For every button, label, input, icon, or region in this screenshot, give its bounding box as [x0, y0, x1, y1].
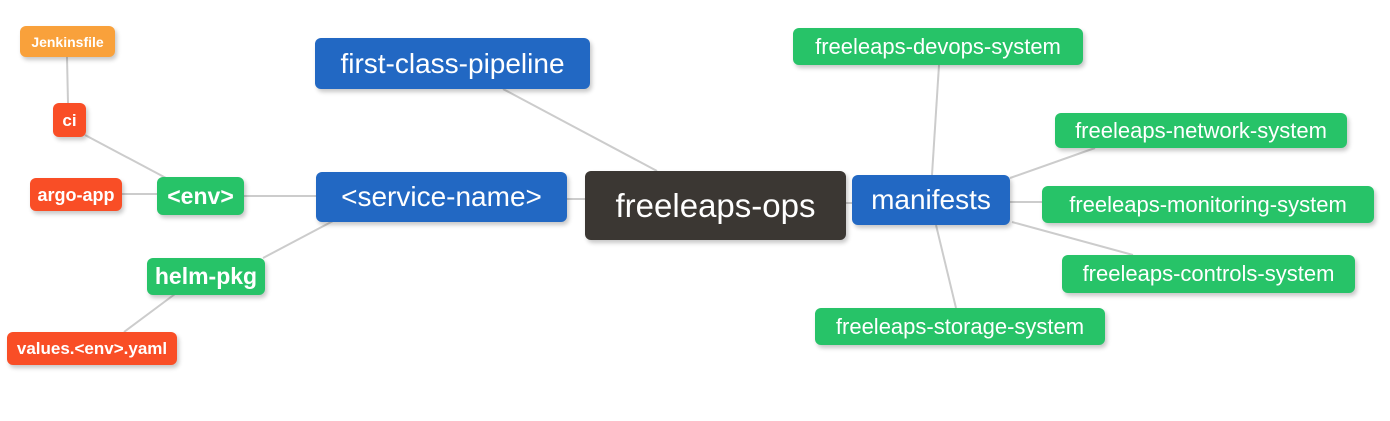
node-freeleaps-controls-system[interactable]: freeleaps-controls-system	[1062, 255, 1355, 293]
node-freeleaps-ops[interactable]: freeleaps-ops	[585, 171, 846, 240]
node-service-name[interactable]: <service-name>	[316, 172, 567, 222]
node-freeleaps-monitoring-system[interactable]: freeleaps-monitoring-system	[1042, 186, 1374, 223]
node-first-class-pipeline[interactable]: first-class-pipeline	[315, 38, 590, 89]
node-ci[interactable]: ci	[53, 103, 86, 137]
connector-ci-to-env	[84, 134, 167, 179]
connector-manifests-to-freeleaps-storage-system	[935, 224, 957, 309]
node-jenkinsfile[interactable]: Jenkinsfile	[20, 26, 115, 57]
node-values-env-yaml[interactable]: values.<env>.yaml	[7, 332, 177, 365]
connector-helm-pkg-to-values-env-yaml	[123, 293, 176, 333]
node-freeleaps-devops-system[interactable]: freeleaps-devops-system	[793, 28, 1083, 65]
node-manifests[interactable]: manifests	[852, 175, 1010, 225]
node-argo-app[interactable]: argo-app	[30, 178, 122, 211]
connector-manifests-to-freeleaps-network-system	[1009, 147, 1096, 179]
node-freeleaps-network-system[interactable]: freeleaps-network-system	[1055, 113, 1347, 148]
connector-freeleaps-devops-system-to-manifests	[931, 64, 940, 176]
connector-jenkinsfile-to-ci	[66, 56, 69, 104]
connector-first-class-pipeline-to-freeleaps-ops	[502, 88, 658, 172]
node-freeleaps-storage-system[interactable]: freeleaps-storage-system	[815, 308, 1105, 345]
node-helm-pkg[interactable]: helm-pkg	[147, 258, 265, 295]
connector-service-name-to-helm-pkg	[262, 220, 334, 259]
node-env[interactable]: <env>	[157, 177, 244, 215]
connector-manifests-to-freeleaps-controls-system	[1011, 221, 1134, 256]
